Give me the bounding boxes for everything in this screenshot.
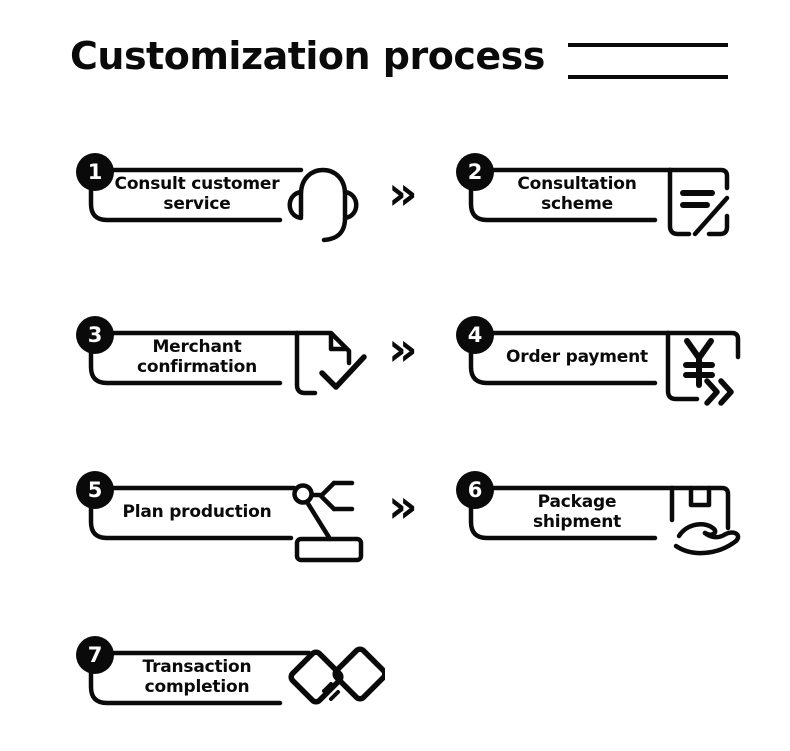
step-number: 4: [467, 323, 483, 347]
step-number-badge: 3: [76, 316, 114, 354]
step-6-package-shipment: 6 Package shipment: [455, 466, 765, 586]
flow-arrow-row1: »: [388, 166, 418, 220]
box-on-hand-icon: [669, 485, 741, 556]
step-number-badge: 5: [76, 471, 114, 509]
step-banner: [88, 646, 385, 706]
robot-arm-icon: [292, 480, 364, 563]
step-number-badge: 4: [456, 316, 494, 354]
headset-icon: [287, 167, 359, 243]
step-label: Consultation scheme: [517, 174, 637, 214]
step-number: 2: [467, 160, 483, 184]
step-number-badge: 2: [456, 153, 494, 191]
step-banner: [468, 167, 730, 237]
step-label: Order payment: [506, 347, 648, 367]
step-number-badge: 1: [76, 153, 114, 191]
step-label: Plan production: [122, 502, 272, 522]
step-label: Transaction completion: [142, 657, 252, 697]
yen-arrows-icon: [665, 330, 741, 406]
handshake-icon: [288, 646, 385, 705]
step-label: Consult customer service: [114, 174, 280, 214]
flow-arrow-row3: »: [388, 479, 418, 533]
flow-arrow-row2: »: [388, 322, 418, 376]
step-1-consult-customer-service: 1 Consult customer service: [75, 148, 385, 268]
step-7-transaction-completion: 7 Transaction completion: [75, 631, 385, 751]
document-check-icon: [294, 330, 367, 396]
page-title: Customization process: [70, 34, 545, 78]
step-number-badge: 6: [456, 471, 494, 509]
step-label: Package shipment: [532, 492, 622, 532]
step-3-merchant-confirmation: 3 Merchant confirmation: [75, 311, 385, 431]
step-4-order-payment: 4 Order payment: [455, 311, 765, 431]
step-number: 3: [87, 323, 103, 347]
step-2-consultation-scheme: 2 Consultation scheme: [455, 148, 765, 268]
step-banner: [468, 485, 741, 556]
step-number: 7: [87, 643, 103, 667]
step-label: Merchant confirmation: [137, 337, 257, 377]
consultation-document-icon: [667, 167, 730, 237]
step-banner: [88, 167, 359, 243]
step-banner: [88, 480, 364, 563]
title-decoration-line-bottom: [568, 75, 728, 79]
step-number: 6: [467, 478, 483, 502]
step-number: 1: [87, 160, 103, 184]
step-5-plan-production: 5 Plan production: [75, 466, 385, 586]
step-banner: [88, 330, 367, 396]
title-decoration-line-top: [568, 43, 728, 47]
step-banner: [468, 330, 741, 406]
step-number-badge: 7: [76, 636, 114, 674]
step-number: 5: [87, 478, 103, 502]
